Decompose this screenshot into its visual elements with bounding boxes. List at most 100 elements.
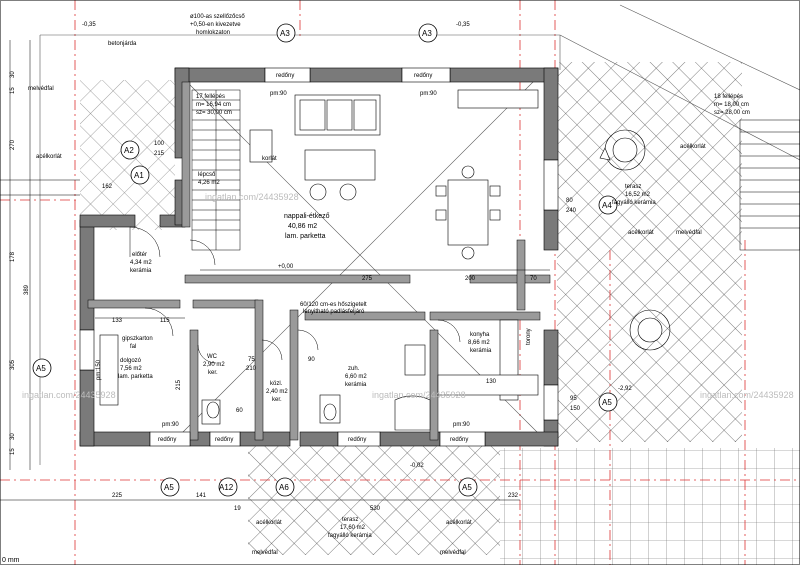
dim-95: 95 [570, 396, 577, 402]
dim-275: 275 [362, 276, 373, 282]
room-dolgozo: dolgozó 7,56 m2 lam. parketta [118, 358, 153, 380]
dim-115: 115 [160, 318, 170, 324]
terrace-east-hatch [557, 62, 742, 442]
axis-A2: A2 [124, 146, 134, 155]
room-zuh-name: zuh. [348, 366, 360, 372]
level-tl: -0,35 [82, 22, 96, 28]
top-note-line2: +0,50-en kivezetve [190, 22, 241, 28]
watermark-4: ingatlan.com/24435928 [700, 390, 794, 400]
dim-240: 240 [566, 208, 577, 214]
tag-pm90-3: pm:90 [162, 422, 179, 428]
room-wc-area: 2,90 m2 [203, 362, 225, 368]
stair-depth: sz= 30,00 cm [196, 110, 232, 116]
stair2-steps: 18 fellépés [714, 94, 743, 100]
room-terasz-east: terasz 16,52 m2 fagyálló kerámia [612, 184, 656, 206]
dim-80: 80 [566, 198, 573, 204]
korlat-label: korlát [262, 156, 277, 162]
terrace-east-name: terasz [625, 184, 641, 190]
room-eloter-floor: kerámia [130, 268, 152, 274]
axis-A5-bottom: A5 [164, 483, 174, 492]
axis-A6: A6 [279, 483, 289, 492]
attic-hatch-line1: 60/120 cm-es hőszigetelt [300, 302, 367, 308]
terrace-east-floor: fagyálló kerámia [612, 200, 656, 206]
dim-left-270: 270 [10, 139, 16, 150]
stair-treads [191, 89, 800, 251]
attic-hatch-line2: lenyitható padlásfeljáró [303, 309, 365, 315]
room-wc-name: WC [207, 354, 218, 360]
room-zuh: zuh. 6,60 m2 kerámia [345, 366, 367, 388]
room-konyha-name: konyha [470, 332, 490, 338]
room-eloter-area: 4,34 m2 [130, 260, 152, 266]
dim-162: 162 [102, 184, 113, 190]
level-tr: -0,35 [456, 22, 470, 28]
stair-steps: 17 fellépés [196, 94, 225, 100]
room-dolgozo-area: 7,56 m2 [120, 366, 142, 372]
paving-grid [500, 448, 800, 565]
interior-walls [87, 81, 551, 441]
tag-pm90-4: pm:90 [453, 422, 470, 428]
axis-A1: A1 [134, 171, 144, 180]
torony-label: torony [526, 328, 532, 345]
axis-A5-right: A5 [602, 398, 612, 407]
dim-bottom-225: 225 [112, 493, 123, 499]
dim-150: 150 [570, 406, 581, 412]
dim-left-305: 305 [10, 359, 16, 370]
dim-left-178: 178 [10, 251, 16, 262]
stair2-height: m= 18,00 cm [714, 102, 749, 108]
tag-melvedfal-1: melvédfal [28, 86, 54, 92]
room-nappali-floor: lam. parketta [285, 233, 326, 240]
dim-133: 133 [112, 318, 123, 324]
redony-tags: redőny redőny redőny redőny redőny redőn… [158, 73, 468, 443]
room-kozl-name: közl. [270, 381, 283, 387]
stair2-depth: sz= 28,00 cm [714, 110, 750, 116]
terrace-east-area: 16,52 m2 [625, 192, 651, 198]
tag-pm90-2: pm:90 [420, 91, 437, 97]
door-swings [129, 226, 461, 364]
axis-A5-bottom2: A5 [462, 483, 472, 492]
tag-acelkorlat-1: acélkorlát [36, 154, 62, 160]
room-wc: WC 2,90 m2 ker. [203, 354, 225, 376]
tag-acelkorlat-4: acélkorlát [256, 520, 282, 526]
tag-redony-1: redőny [276, 73, 294, 79]
room-eloter-name: előtér [132, 252, 147, 258]
watermark-2: ingatlan.com/24435928 [22, 390, 116, 400]
dim-left-30b: 30 [10, 433, 16, 440]
tag-acelkorlat-5: acélkorlát [446, 520, 472, 526]
room-wc-floor: ker. [208, 370, 218, 376]
room-nappali: nappali-étkező 40,86 m2 lam. parketta [284, 213, 330, 240]
betonjarda-label: betonjárda [108, 41, 137, 47]
room-kozl-floor: ker. [272, 397, 282, 403]
tag-melvedfal-2: melvédfal [676, 230, 702, 236]
dim-left-15a: 15 [10, 87, 16, 94]
dim-60: 60 [236, 408, 243, 414]
axis-A4: A4 [602, 201, 612, 210]
tag-acelkorlat-3: acélkorlát [628, 230, 654, 236]
top-note: ø100-as szellőzőcső +0,50-en kivezetve h… [190, 14, 245, 36]
dim-left-30a: 30 [10, 71, 16, 78]
dim-bottom-19: 19 [234, 506, 241, 512]
furniture [99, 89, 671, 431]
windows [79, 67, 559, 447]
dim-bottom-232: 232 [508, 493, 519, 499]
room-dolgozo-floor: lam. parketta [118, 374, 153, 380]
tag-redony-4: redőny [348, 437, 366, 443]
dim-70: 70 [530, 276, 537, 282]
tag-pm90-1: pm:90 [270, 91, 287, 97]
room-lepcso: lépcső 4,26 m2 [198, 172, 220, 186]
level-right: -2,92 [618, 386, 632, 392]
tag-redony-5: redőny [450, 437, 468, 443]
axis-A5-left: A5 [36, 364, 46, 373]
room-dolgozo-name: dolgozó [120, 358, 142, 364]
gipszkarton-label: gipszkarton [122, 336, 153, 342]
gipszkarton-fal-label: fal [130, 344, 136, 350]
dim-bottom-530: 530 [370, 506, 381, 512]
dim-210: 210 [246, 366, 257, 372]
room-nappali-area: 40,86 m2 [288, 223, 317, 230]
room-konyha-area: 8,66 m2 [468, 340, 490, 346]
room-konyha: konyha 8,66 m2 kerámia [468, 332, 492, 354]
top-note-line1: ø100-as szellőzőcső [190, 14, 245, 20]
tag-redony-3: redőny [158, 437, 176, 443]
dim-left-389: 389 [24, 284, 30, 295]
level-zero: +0,00 [278, 264, 294, 270]
